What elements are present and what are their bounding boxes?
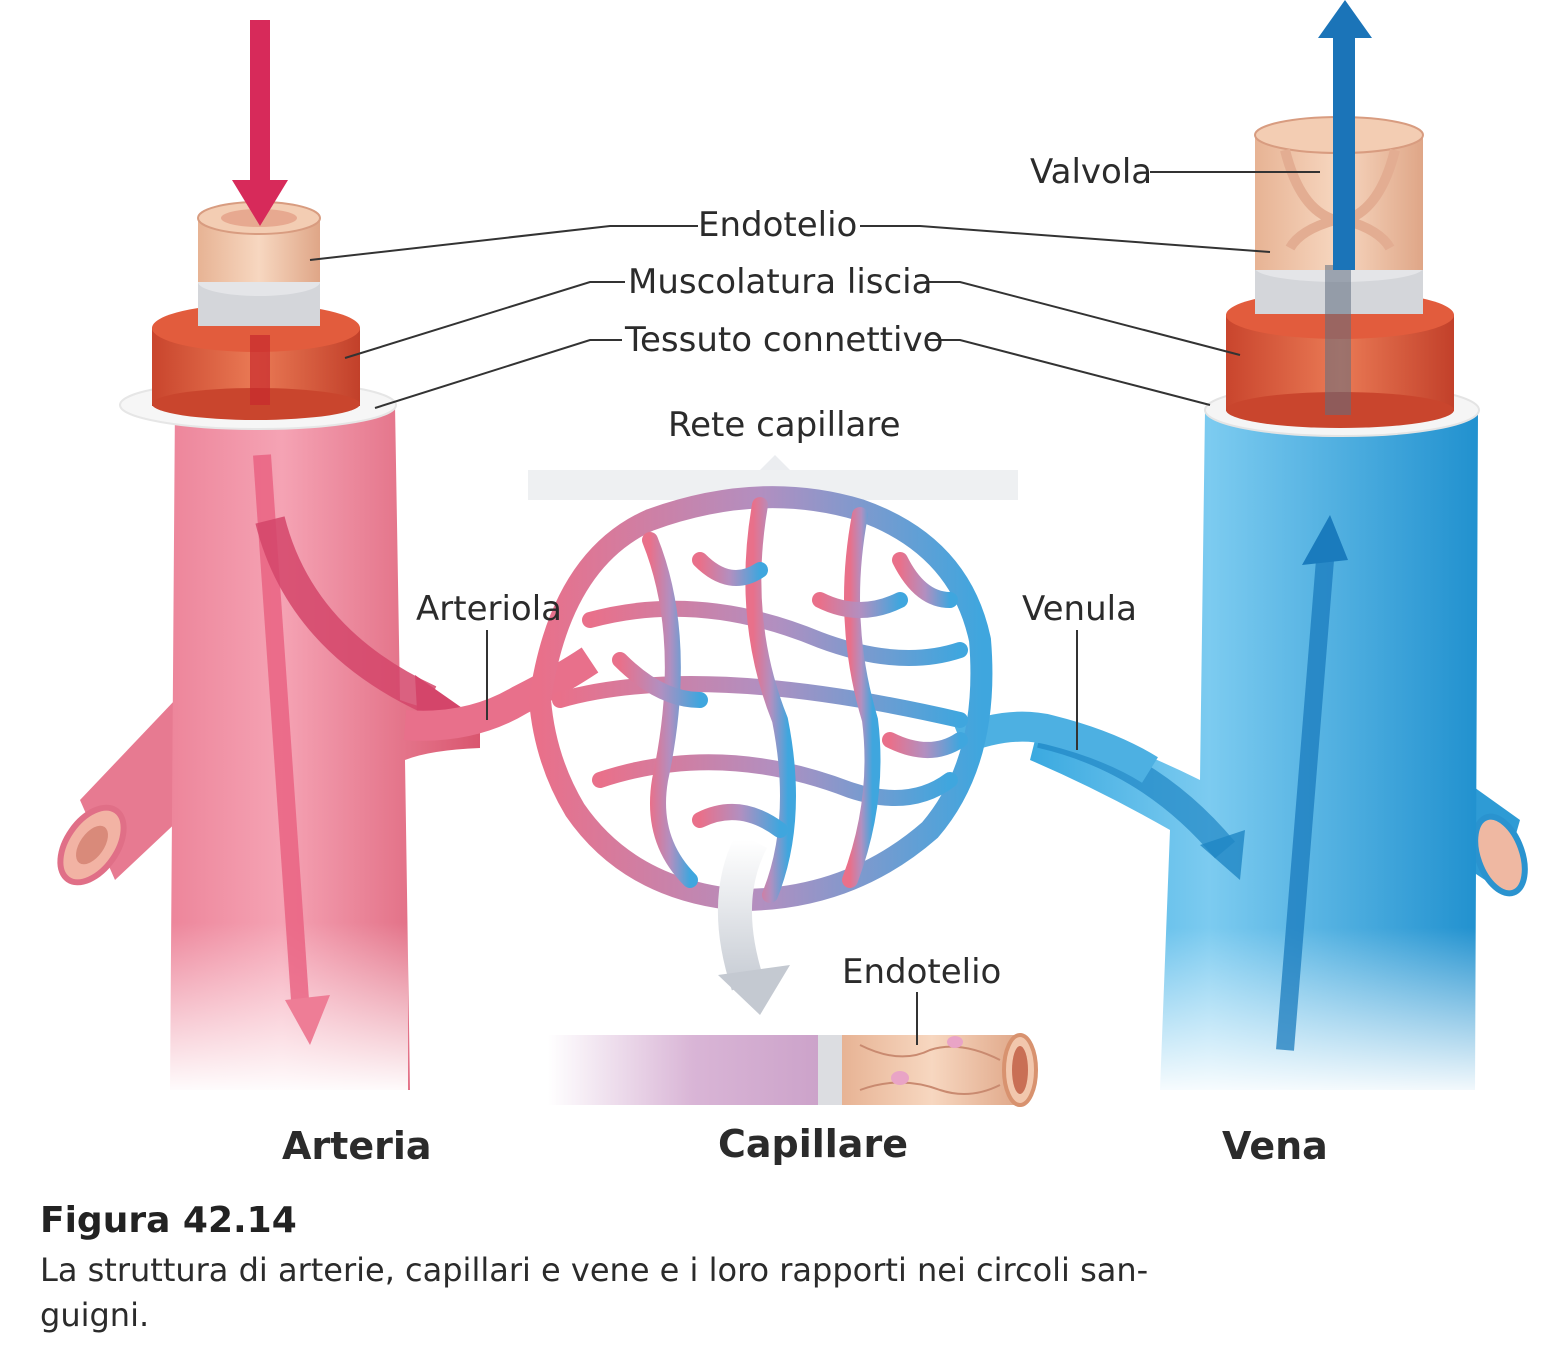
leader-lines <box>309 171 1320 1045</box>
label-rete-capillare: Rete capillare <box>668 405 901 445</box>
capillary-network <box>403 455 1158 1015</box>
label-valvola: Valvola <box>1030 152 1153 192</box>
title-arteria: Arteria <box>282 1124 432 1168</box>
label-tessuto-connettivo: Tessuto connettivo <box>625 320 944 360</box>
artery <box>57 20 480 1095</box>
figure-title: Figura 42.14 <box>40 1200 297 1241</box>
title-capillare: Capillare <box>718 1122 908 1166</box>
label-venula: Venula <box>1022 589 1137 629</box>
label-endotelio: Endotelio <box>698 205 858 245</box>
vein <box>1030 0 1528 1100</box>
figure-caption: La struttura di arterie, capillari e ven… <box>40 1251 1149 1334</box>
title-vena: Vena <box>1222 1124 1328 1168</box>
label-muscolatura-liscia: Muscolatura liscia <box>628 262 933 302</box>
capillary-tube <box>548 1033 1038 1107</box>
label-endotelio-capillare: Endotelio <box>842 952 1002 992</box>
label-arteriola: Arteriola <box>416 589 562 629</box>
